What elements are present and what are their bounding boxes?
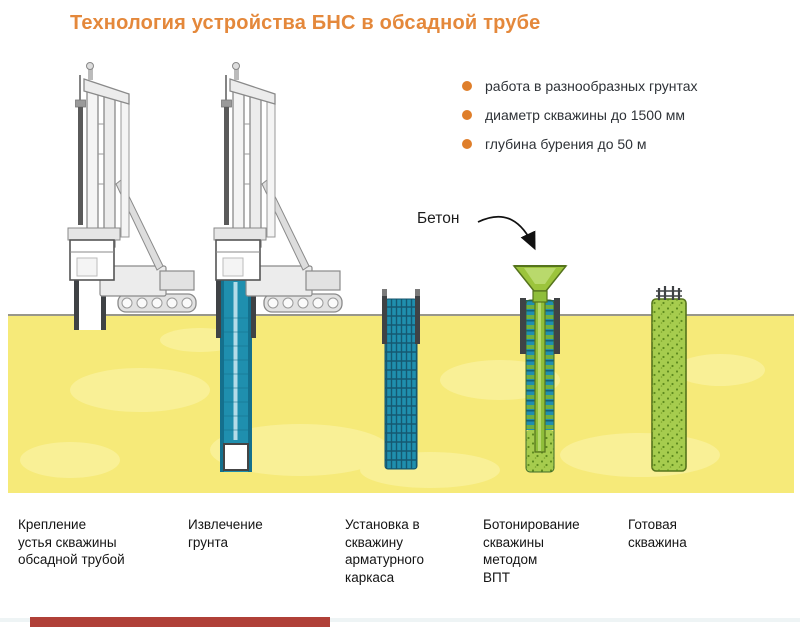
feature-list: работа в разнообразных грунтах диаметр с…	[462, 78, 792, 165]
borehole-stage-4	[512, 265, 568, 473]
feature-item: работа в разнообразных грунтах	[462, 78, 792, 94]
stage-label-finished-pile: Готовая скважина	[628, 517, 687, 550]
footer-divider	[0, 618, 800, 622]
feature-item: диаметр скважины до 1500 мм	[462, 107, 792, 123]
drilling-rig-1	[67, 61, 197, 313]
feature-text: диаметр скважины до 1500 мм	[485, 107, 685, 123]
rebar-stubs	[657, 286, 681, 300]
tremie-pipe	[534, 299, 546, 453]
drill-bucket	[223, 443, 249, 471]
feature-text: работа в разнообразных грунтах	[485, 78, 698, 94]
page-title: Технология устройства БНС в обсадной тру…	[70, 12, 541, 34]
borehole-stage-5	[651, 286, 687, 472]
footer-red-bar	[30, 617, 330, 627]
borehole-stage-3	[382, 289, 420, 470]
feature-text: глубина бурения до 50 м	[485, 136, 647, 152]
drilling-rig-2	[213, 61, 343, 313]
bullet-icon	[462, 81, 472, 91]
concrete-arrow-icon	[477, 216, 536, 251]
stage-label-rebar-cage: Установка в скважину арматурного каркаса	[345, 517, 425, 585]
stage-label-excavation: Извлечение грунта	[188, 517, 263, 550]
stage-label-concreting: Ботонирование скважины методом ВПТ	[483, 517, 580, 585]
bullet-icon	[462, 139, 472, 149]
feature-item: глубина бурения до 50 м	[462, 136, 792, 152]
borehole-stage-2	[216, 280, 256, 472]
bullet-icon	[462, 110, 472, 120]
funnel-icon	[512, 265, 568, 303]
stage-label-casing: Крепление устья скважины обсадной трубой	[18, 517, 125, 568]
concrete-label: Бетон	[417, 210, 460, 227]
